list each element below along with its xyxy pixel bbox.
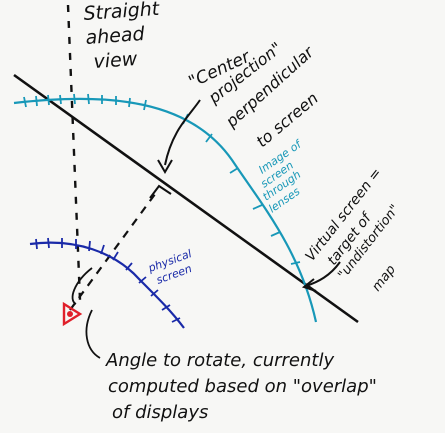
eye-icon: [62, 301, 83, 327]
label-angle-note-3: of displays: [112, 402, 208, 423]
label-angle-note-2: computed based on "overlap": [108, 376, 377, 397]
straight-ahead-view-line: [66, 4, 82, 301]
image-of-screen-curve: [13, 97, 318, 323]
rotation-angle-arc: [71, 267, 93, 305]
right-angle-marker: [149, 184, 172, 199]
virtual-screen-line: [13, 73, 359, 324]
label-straight-ahead-3: view: [93, 48, 139, 73]
label-virtual-screen-4: map: [369, 262, 399, 294]
physical-screen-ticks: [35, 237, 181, 323]
center-projection-line: [69, 189, 159, 311]
label-straight-ahead-2: ahead: [85, 23, 146, 49]
physical-screen-curve: [29, 241, 185, 329]
virtual-screen-arrow: [305, 261, 341, 287]
label-straight-ahead-1: Straight: [83, 0, 162, 25]
center-projection-arrow: [164, 99, 201, 166]
label-angle-note-1: Angle to rotate, currently: [105, 350, 334, 371]
angle-note-leader: [85, 309, 101, 359]
